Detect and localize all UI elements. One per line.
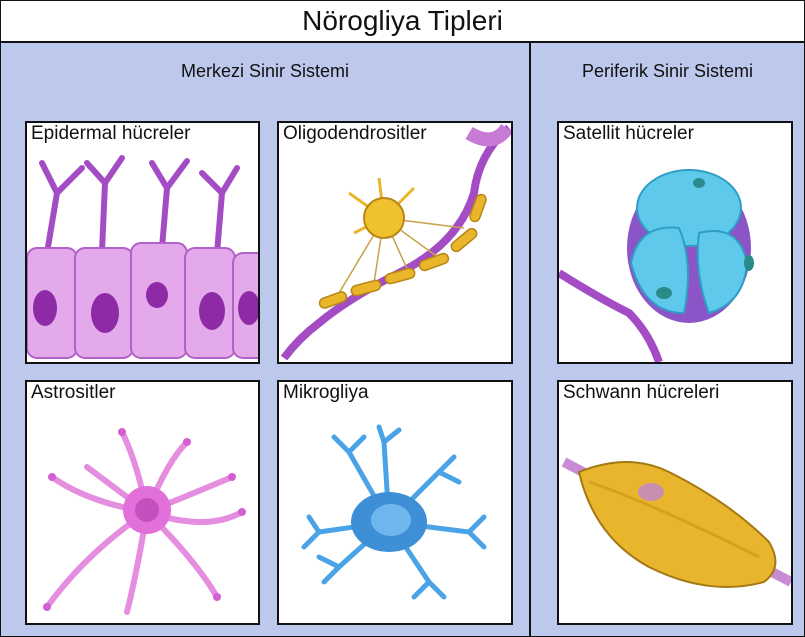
panel-label-oligodendrocytes: Oligodendrositler [281,123,429,145]
satellite-cells-illustration [559,123,791,362]
astrocyte-illustration [27,382,258,623]
panel-oligodendrocytes: Oligodendrositler [277,121,513,364]
panel-label-epidermal: Epidermal hücreler [29,123,192,145]
panel-label-microglia: Mikrogliya [281,382,371,404]
panel-schwann: Schwann hücreleri [557,380,793,625]
microglia-illustration [279,382,511,623]
panel-label-satellite: Satellit hücreler [561,123,696,145]
section-label-cns: Merkezi Sinir Sistemi [1,61,529,82]
panel-label-schwann: Schwann hücreleri [561,382,721,404]
section-divider [529,41,531,636]
panel-microglia: Mikrogliya [277,380,513,625]
schwann-cell-illustration [559,382,791,623]
epidermal-cells-illustration [27,123,258,362]
diagram-title: Nörogliya Tipleri [1,1,804,43]
panel-epidermal: Epidermal hücreler [25,121,260,364]
panel-satellite: Satellit hücreler [557,121,793,364]
section-label-pns: Periferik Sinir Sistemi [531,61,804,82]
panel-astrocytes: Astrositler [25,380,260,625]
oligodendrocyte-illustration [279,123,511,362]
panel-label-astrocytes: Astrositler [29,382,117,404]
